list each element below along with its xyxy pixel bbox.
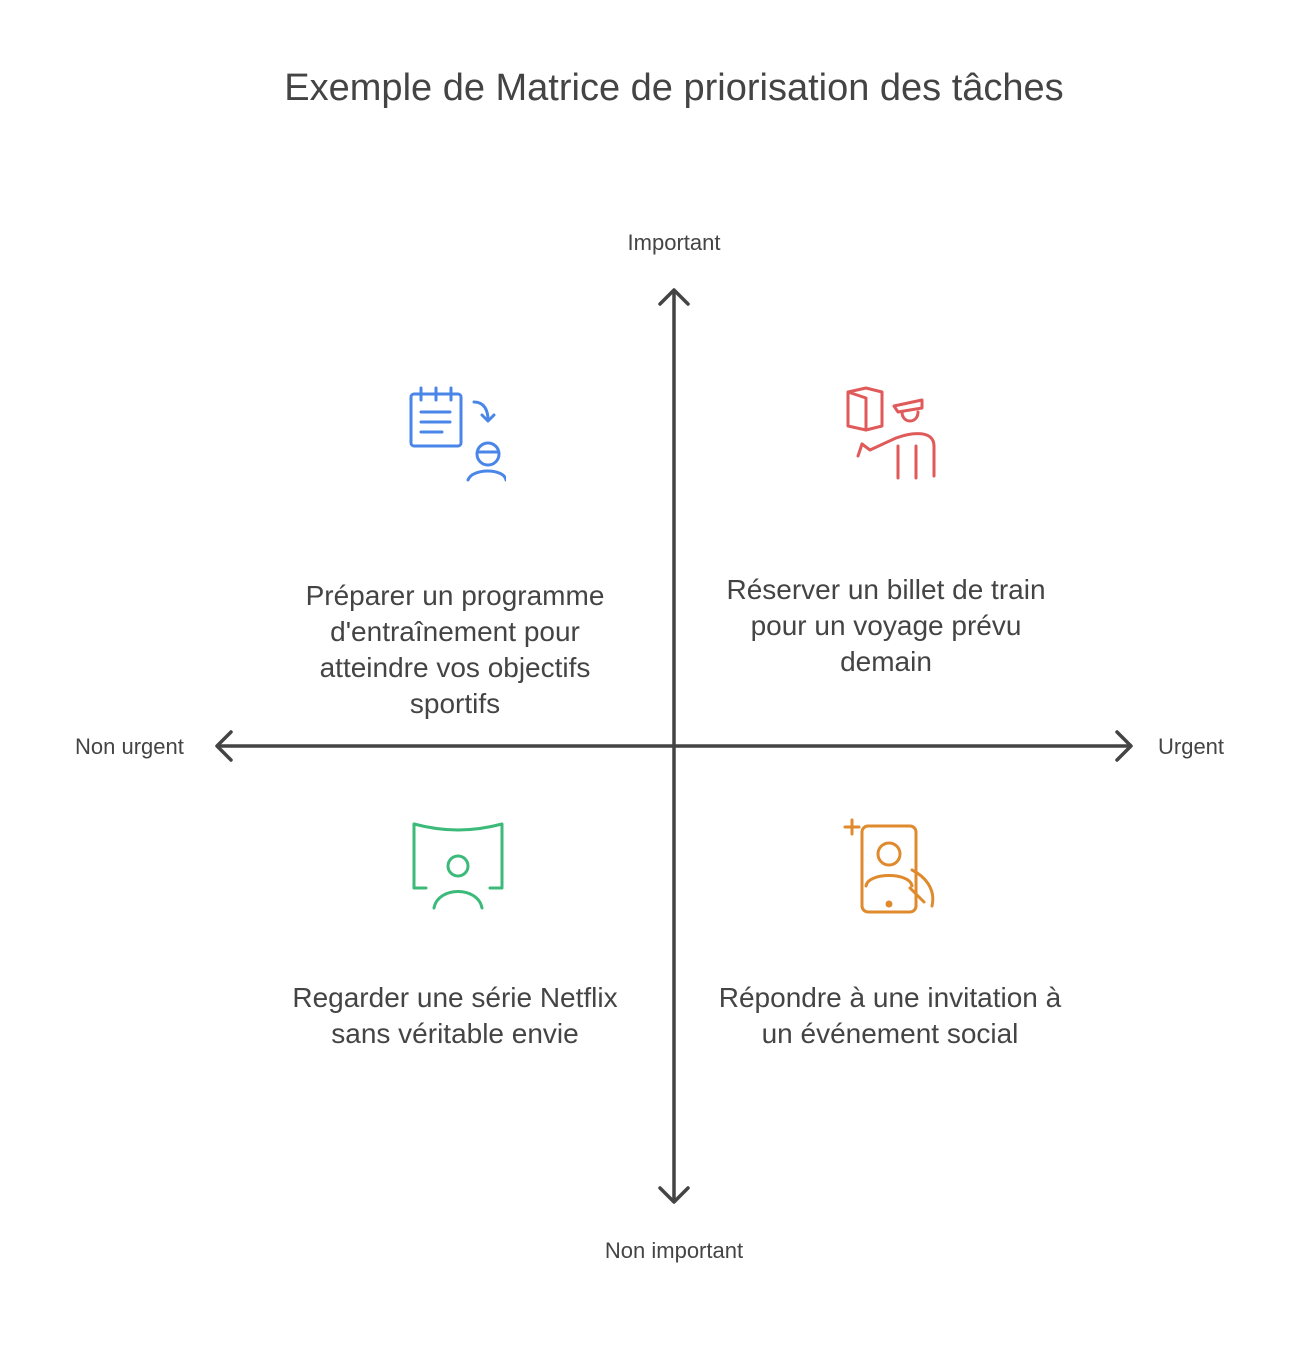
quadrant-text-bottom-left: Regarder une série Netflix sans véritabl… [292,982,618,1049]
arrow-right [1115,730,1133,762]
axis-label-important: Important [627,230,721,255]
screen-viewer-icon [412,822,504,910]
quadrant-text-bottom-right: Répondre à une invitation à un événement… [718,982,1062,1049]
diagram-title: Exemple de Matrice de priorisation des t… [284,67,1064,109]
training-plan-icon [409,386,506,482]
arrow-left [215,730,233,762]
arrow-down [658,1186,690,1204]
quadrant-text-top-left: Préparer un programme d'entraînement pou… [305,580,605,719]
train-conductor-icon [846,386,936,480]
axis-label-non-urgent: Non urgent [75,734,184,759]
axis-label-urgent: Urgent [1158,734,1225,759]
arrow-up [658,288,690,306]
axis-label-non-important: Non important [604,1238,744,1263]
quadrant-text-top-right: Réserver un billet de train pour un voya… [726,574,1046,677]
phone-invitation-icon [843,818,935,914]
